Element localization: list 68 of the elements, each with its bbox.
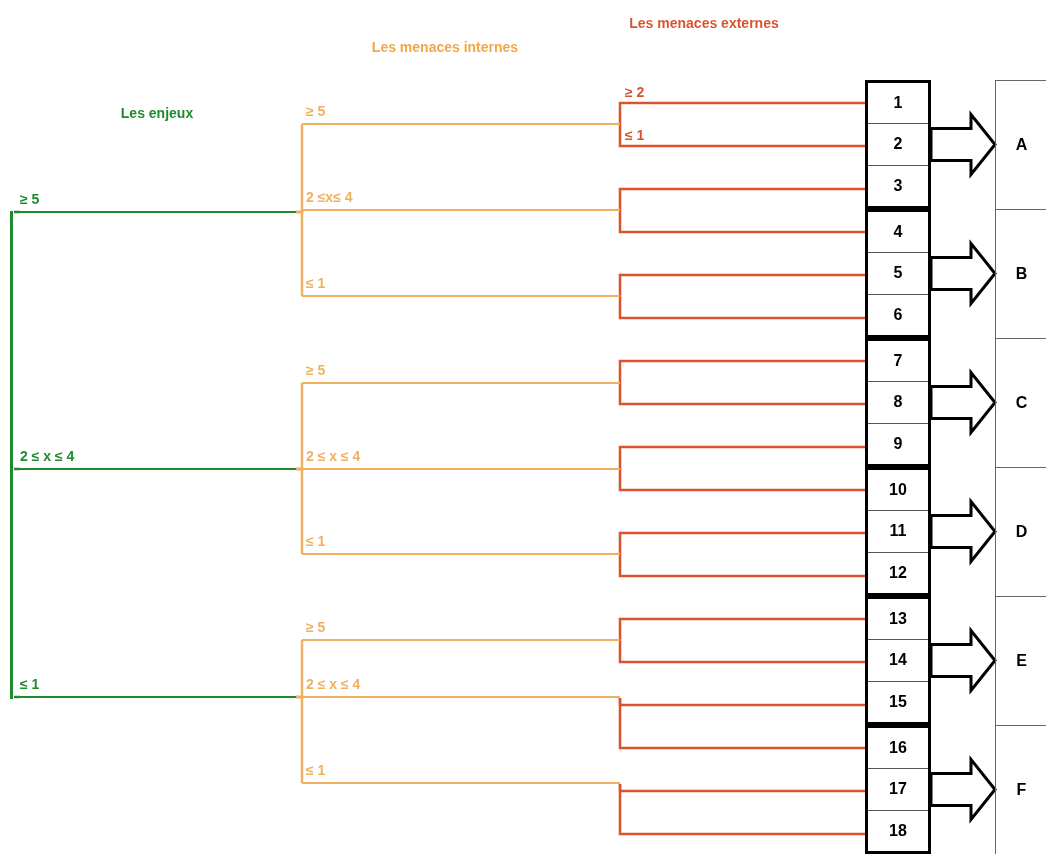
branch-line bbox=[618, 125, 865, 148]
group-box bbox=[865, 80, 931, 209]
group-box bbox=[865, 596, 931, 725]
branch-label: ≤ 1 bbox=[302, 275, 620, 297]
branch-line bbox=[618, 187, 865, 211]
number-cell: 12 bbox=[868, 551, 928, 593]
number-cell: 16 bbox=[868, 728, 928, 769]
branch-line bbox=[618, 101, 865, 125]
branch-label: 2 ≤x≤ 4 bbox=[302, 189, 620, 211]
block-arrow bbox=[929, 368, 997, 437]
block-arrow bbox=[929, 755, 997, 824]
column-heading: Les menaces internes bbox=[370, 40, 520, 55]
branch-line bbox=[618, 555, 865, 578]
branch-line bbox=[296, 210, 304, 296]
column-heading: Les menaces externes bbox=[628, 16, 780, 31]
number-cell: 3 bbox=[868, 164, 928, 206]
branch-line bbox=[618, 784, 865, 836]
branch-line bbox=[618, 698, 865, 750]
block-arrow bbox=[929, 497, 997, 566]
branch-label: ≤ 1 bbox=[302, 533, 620, 555]
branch-label: ≤ 1 bbox=[302, 762, 620, 784]
branch-label: 2 ≤ x ≤ 4 bbox=[20, 448, 296, 470]
edge-label: ≤ 1 bbox=[624, 128, 646, 143]
group-box bbox=[865, 338, 931, 467]
branch-label: ≤ 1 bbox=[20, 676, 296, 698]
branch-label: 2 ≤ x ≤ 4 bbox=[302, 676, 620, 698]
trunk-bar bbox=[10, 211, 13, 699]
number-cell: 6 bbox=[868, 293, 928, 335]
branch-label: ≥ 5 bbox=[302, 362, 620, 384]
number-cell: 17 bbox=[868, 768, 928, 810]
group-box bbox=[865, 725, 931, 854]
branch-line bbox=[618, 211, 865, 234]
number-cell: 8 bbox=[868, 381, 928, 423]
number-cell: 9 bbox=[868, 422, 928, 464]
branch-line bbox=[618, 384, 865, 406]
branch-line bbox=[618, 273, 865, 297]
edge-label: ≥ 2 bbox=[624, 85, 646, 100]
number-cell: 10 bbox=[868, 470, 928, 511]
number-cell: 15 bbox=[868, 680, 928, 722]
group-box bbox=[865, 209, 931, 338]
branch-label: ≥ 5 bbox=[302, 103, 620, 125]
branch-line bbox=[618, 531, 865, 555]
class-box: A bbox=[995, 80, 1046, 210]
branch-line bbox=[296, 467, 304, 554]
branch-line bbox=[618, 470, 865, 492]
number-cell: 11 bbox=[868, 510, 928, 552]
number-cell: 7 bbox=[868, 341, 928, 382]
branch-label: ≥ 5 bbox=[302, 619, 620, 641]
block-arrow bbox=[929, 110, 997, 179]
branch-line bbox=[618, 297, 865, 320]
branch-line bbox=[618, 641, 865, 664]
number-cell: 13 bbox=[868, 599, 928, 640]
number-cell: 1 bbox=[868, 83, 928, 124]
branch-label: 2 ≤ x ≤ 4 bbox=[302, 448, 620, 470]
block-arrow bbox=[929, 239, 997, 308]
column-heading: Les enjeux bbox=[119, 106, 195, 121]
branch-line bbox=[618, 617, 865, 641]
number-cell: 14 bbox=[868, 639, 928, 681]
branch-line bbox=[296, 695, 304, 783]
number-cell: 5 bbox=[868, 252, 928, 294]
group-box bbox=[865, 467, 931, 596]
number-cell: 4 bbox=[868, 212, 928, 253]
branch-line bbox=[618, 445, 865, 470]
block-arrow bbox=[929, 626, 997, 695]
branch-line bbox=[618, 359, 865, 384]
number-cell: 18 bbox=[868, 809, 928, 851]
branch-label: ≥ 5 bbox=[20, 191, 296, 213]
number-cell: 2 bbox=[868, 123, 928, 165]
